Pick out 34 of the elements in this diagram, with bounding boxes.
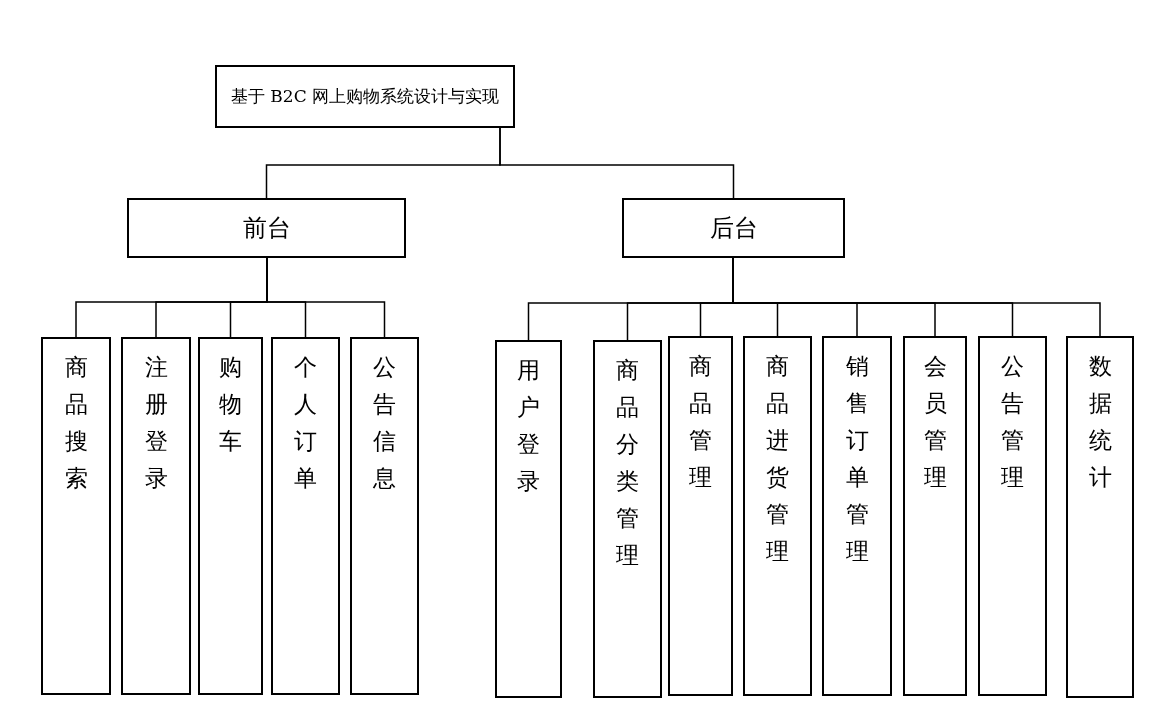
connector-line [266, 257, 386, 338]
title-box [215, 65, 515, 128]
module-box [198, 337, 263, 695]
module-label: 商品进货管理 [765, 352, 790, 566]
module-box [350, 337, 419, 695]
module-label: 商品分类管理 [615, 356, 640, 570]
module-box [903, 336, 967, 696]
module-box [743, 336, 812, 696]
module-label: 会员管理 [923, 352, 947, 492]
module-label: 公告信息 [372, 353, 397, 493]
module-box [668, 336, 733, 696]
module-box [822, 336, 892, 696]
module-label: 商品搜索 [64, 353, 88, 493]
module-label: 销售订单管理 [845, 352, 869, 566]
category-box [127, 198, 406, 258]
connector-line [499, 127, 735, 199]
module-label: 注册登录 [144, 353, 168, 493]
module-label: 数据统计 [1088, 352, 1112, 492]
title-text: 基于 B2C 网上购物系统设计与实现 [230, 85, 500, 108]
module-label: 前台 [242, 213, 291, 244]
module-box [593, 340, 662, 698]
category-box [622, 198, 845, 258]
module-box [978, 336, 1047, 696]
module-box [121, 337, 191, 695]
module-box [271, 337, 340, 695]
module-label: 公告管理 [1000, 352, 1025, 492]
module-label: 个人订单 [293, 353, 318, 493]
module-label: 商品管理 [688, 352, 713, 492]
module-label: 后台 [709, 213, 758, 244]
module-label: 用户登录 [516, 356, 541, 496]
module-label: 购物车 [218, 353, 243, 456]
module-box [41, 337, 111, 695]
module-box [495, 340, 562, 698]
module-box [1066, 336, 1134, 698]
